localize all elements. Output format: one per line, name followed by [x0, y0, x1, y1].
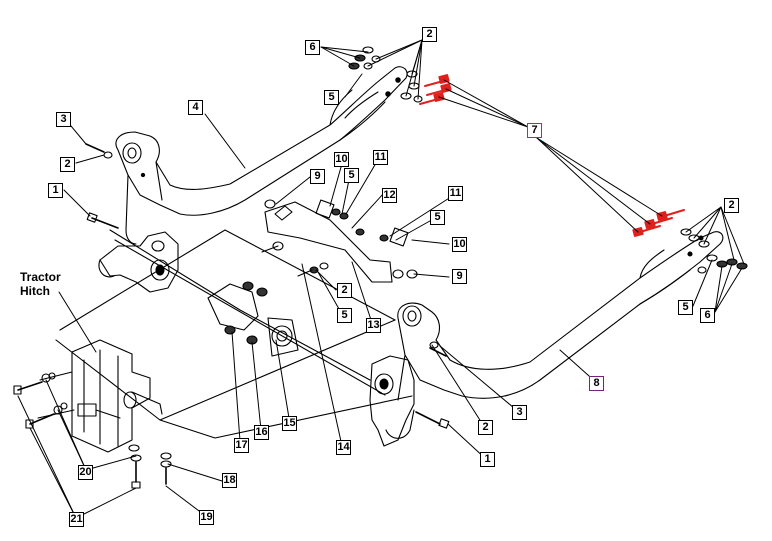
callout-6-top: 6 [305, 40, 320, 55]
callout-2-top: 2 [422, 27, 437, 42]
leader-lines [17, 39, 745, 519]
callout-5-lower-center: 5 [337, 308, 352, 323]
callout-2-right-lower: 2 [478, 420, 493, 435]
callout-5-right: 5 [678, 300, 693, 315]
lower-loader-arm [397, 231, 724, 401]
callout-1-right: 1 [480, 452, 495, 467]
callout-2-right-top: 2 [724, 198, 739, 213]
callout-18: 18 [222, 473, 237, 488]
right-hardware-stack [680, 228, 748, 274]
callout-20: 20 [78, 465, 93, 480]
callout-16: 16 [254, 425, 269, 440]
callout-10-right: 10 [452, 237, 467, 252]
callout-5-right-center: 5 [430, 210, 445, 225]
callout-1-left: 1 [48, 183, 63, 198]
tractor-hitch-frame [37, 339, 163, 453]
callout-11-top: 11 [373, 150, 388, 165]
callout-14: 14 [336, 440, 351, 455]
right-mount-bracket [369, 355, 415, 447]
callout-8: 8 [589, 376, 604, 391]
tractor-hitch-label-line2: Hitch [20, 284, 50, 298]
callout-4: 4 [188, 100, 203, 115]
callout-2-center: 2 [337, 283, 352, 298]
callout-11-right: 11 [448, 186, 463, 201]
callout-5-top: 5 [324, 90, 339, 105]
callout-10-top: 10 [334, 152, 349, 167]
callout-3-left: 3 [56, 112, 71, 127]
left-bolts [85, 143, 119, 229]
callout-21: 21 [69, 512, 84, 527]
tractor-hitch-label-line1: Tractor [20, 270, 61, 284]
callout-15: 15 [282, 416, 297, 431]
callout-17: 17 [234, 438, 249, 453]
cross-frame [55, 229, 413, 439]
misc-hardware [261, 199, 418, 279]
callout-9-right: 9 [452, 269, 467, 284]
hitch-hardware [13, 372, 172, 489]
callout-13: 13 [366, 318, 381, 333]
upper-loader-arm [115, 66, 408, 245]
callout-9-top: 9 [310, 169, 325, 184]
callout-7: 7 [527, 123, 542, 138]
callout-6-right: 6 [700, 308, 715, 323]
tractor-hitch-label: Tractor Hitch [20, 270, 61, 298]
callout-2-left: 2 [60, 157, 75, 172]
callout-5-center: 5 [344, 168, 359, 183]
callout-3-right: 3 [512, 405, 527, 420]
callout-12: 12 [382, 188, 397, 203]
callout-19: 19 [199, 510, 214, 525]
